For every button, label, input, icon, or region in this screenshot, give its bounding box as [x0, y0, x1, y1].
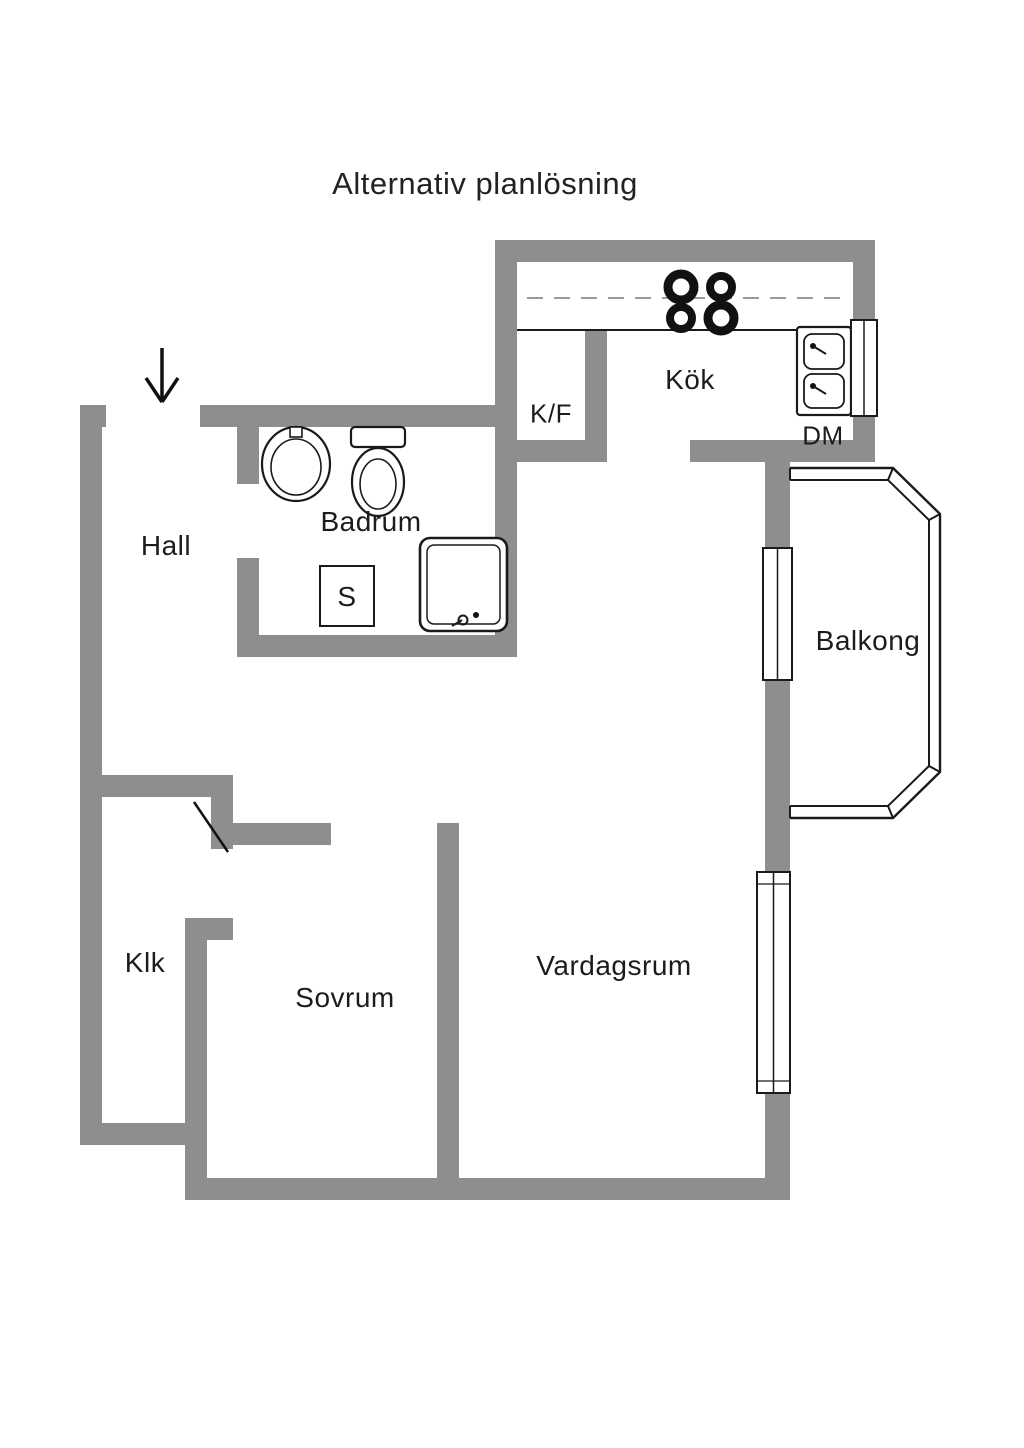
balcony-door: [762, 547, 793, 681]
entrance-arrow-icon: [144, 348, 180, 403]
room-label-klk: Klk: [124, 947, 166, 978]
room-label-balkong: Balkong: [815, 625, 921, 656]
wall-balcony-left-lower: [765, 680, 790, 872]
wall-hall-top: [200, 405, 517, 427]
kitchen-counter: [517, 297, 853, 331]
wall-bath-left-upper: [237, 427, 259, 484]
wall-klk-top: [102, 775, 233, 797]
wall-kitchen-top: [495, 240, 875, 262]
room-label-badrum: Badrum: [320, 506, 422, 537]
wall-livingroom-right-lower: [765, 1093, 790, 1200]
kitchen-sink-icon: [795, 325, 853, 417]
wall-klk-right: [185, 918, 207, 1145]
plan-title: Alternativ planlösning: [332, 166, 638, 201]
wall-bottomleft-horizontal: [80, 1123, 207, 1145]
wall-kitchen-bottom-right: [690, 440, 875, 462]
room-label-kok: Kök: [665, 364, 715, 395]
wall-outer-left: [80, 405, 102, 1145]
toilet-icon: [349, 425, 407, 518]
wall-bath-left-lower: [237, 558, 259, 657]
room-label-sovrum: Sovrum: [295, 982, 395, 1013]
room-label-vardagsrum: Vardagsrum: [536, 950, 692, 981]
stove-icon: [663, 269, 739, 336]
kitchen-window-icon: [850, 319, 878, 417]
wall-sovrum-vardagsrum-divider: [437, 823, 459, 1200]
wall-kitchen-left: [495, 240, 517, 462]
livingroom-window-icon: [756, 871, 791, 1094]
wall-bath-bottom: [237, 635, 517, 657]
room-label-dm: DM: [802, 420, 844, 451]
shower-icon: [418, 536, 509, 633]
wall-kf-right: [585, 330, 607, 462]
room-label-kf: K/F: [530, 398, 572, 429]
wall-sovrum-top: [211, 823, 331, 845]
wall-bath-right: [495, 462, 517, 657]
wall-balcony-left-upper: [765, 462, 790, 548]
wall-kitchen-bottom-left: [495, 440, 607, 462]
room-label-s: S: [337, 581, 357, 612]
room-label-hall: Hall: [140, 530, 192, 561]
wall-kitchen-right-upper: [853, 240, 875, 324]
wall-bottom: [200, 1178, 790, 1200]
washbasin-icon: [260, 425, 332, 503]
